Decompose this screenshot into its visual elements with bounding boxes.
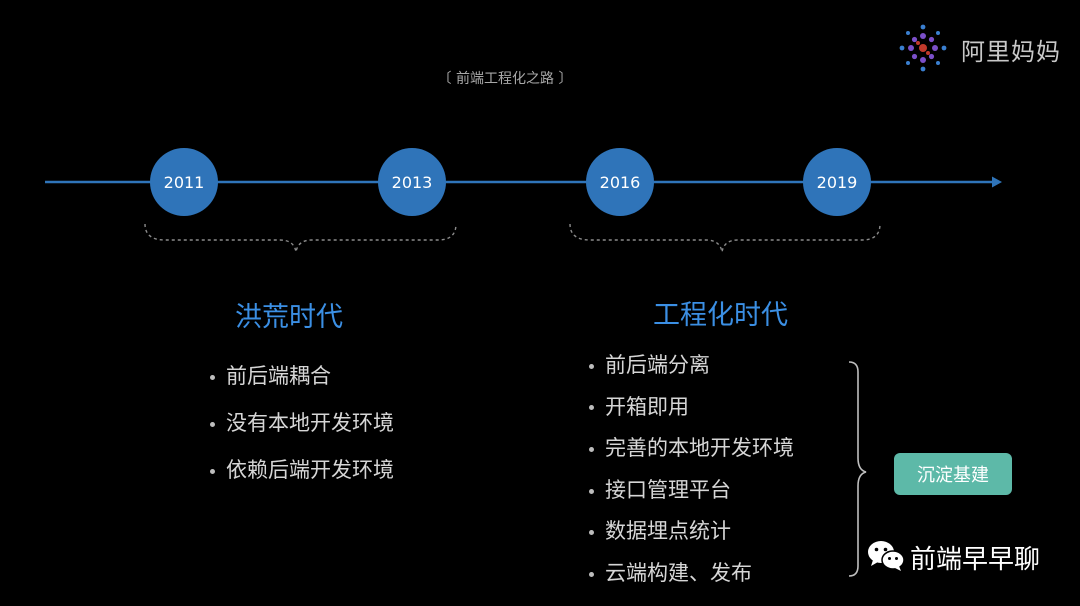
era-title-primitive: 洪荒时代 [235, 302, 343, 333]
list-item: 开箱即用 [587, 387, 794, 429]
era-list-engineering: 前后端分离 开箱即用 完善的本地开发环境 接口管理平台 数据埋点统计 云端构建、… [587, 345, 794, 595]
watermark-text: 前端早早聊 [910, 545, 1041, 575]
year-node-2013: 2013 [378, 148, 446, 216]
list-item: 没有本地开发环境 [208, 400, 394, 447]
era-list-primitive: 前后端耦合 没有本地开发环境 依赖后端开发环境 [208, 353, 394, 494]
timeline-arrow-icon [992, 176, 1002, 188]
logo-text: 阿里妈妈 [961, 38, 1061, 66]
bracket-right-list [848, 361, 867, 577]
list-item: 依赖后端开发环境 [208, 447, 394, 494]
alimama-logo-icon [899, 24, 947, 72]
list-item: 数据埋点统计 [587, 511, 794, 553]
year-node-2016: 2016 [586, 148, 654, 216]
list-item: 前后端耦合 [208, 353, 394, 400]
era-title-engineering: 工程化时代 [653, 300, 788, 331]
list-item: 前后端分离 [587, 345, 794, 387]
wechat-icon [868, 541, 905, 571]
infrastructure-badge: 沉淀基建 [894, 453, 1012, 495]
year-node-2019: 2019 [803, 148, 871, 216]
page-subtitle: 〔 前端工程化之路 〕 [437, 71, 573, 87]
year-node-2011: 2011 [150, 148, 218, 216]
list-item: 接口管理平台 [587, 470, 794, 512]
brace-left [144, 223, 457, 253]
list-item: 云端构建、发布 [587, 553, 794, 595]
brace-right [569, 223, 881, 253]
list-item: 完善的本地开发环境 [587, 428, 794, 470]
